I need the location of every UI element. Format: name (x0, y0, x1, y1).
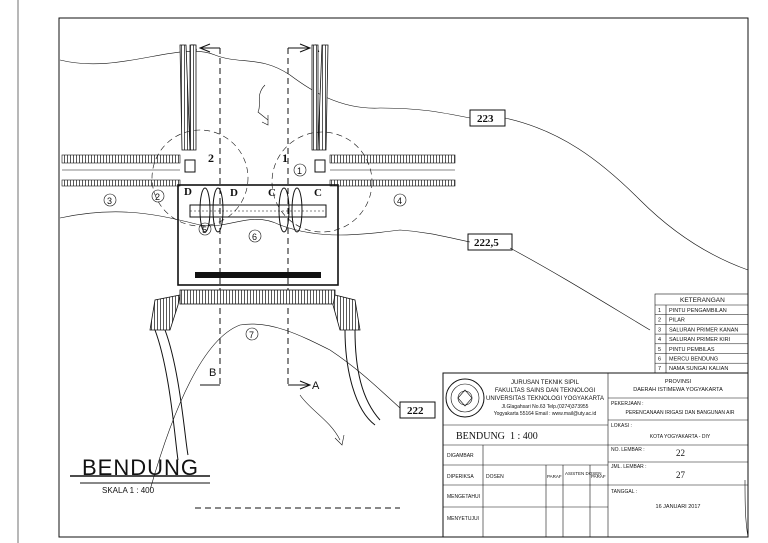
legend-row: 7 NAMA SUNGAI KALIAN (655, 366, 748, 374)
marker-c-mid: C (268, 187, 276, 199)
svg-text:222: 222 (407, 405, 424, 417)
primary-channels (61, 154, 456, 187)
svg-text:5: 5 (202, 225, 207, 235)
svg-text:6: 6 (252, 232, 257, 242)
tb-sign-2: PARAF (591, 474, 606, 479)
tb-address: Jl.Glagahsari No.63 Telp.(0274)373955 (502, 404, 589, 410)
tb-drawing-scale: 1 : 400 (510, 431, 538, 442)
legend-row-label: PILAR (669, 318, 685, 324)
svg-text:7: 7 (249, 330, 254, 340)
tb-work: PERENCANAAN IRIGASI DAN BANGUNAN AIR (626, 410, 735, 416)
section-label-a-bottom: A (312, 380, 320, 392)
legend-row-label: MERCU BENDUNG (669, 357, 718, 363)
svg-text:222,5: 222,5 (474, 237, 499, 249)
tb-checked-by: DIPERIKSA (447, 474, 474, 480)
legend-row-number: 1 (658, 308, 661, 314)
legend-row-number: 3 (658, 327, 661, 333)
levee-walls (179, 44, 329, 151)
section-label-b-bottom: B (209, 367, 216, 379)
legend-row-number: 7 (658, 366, 661, 372)
legend-row-label: SALURAN PRIMER KIRI (669, 337, 731, 343)
title-block: JURUSAN TEKNIK SIPIL FAKULTAS SAINS DAN … (442, 372, 749, 538)
tb-university: UNIVERSITAS TEKNOLOGI YOGYAKARTA (486, 396, 604, 402)
drawing-caption: BENDUNG SKALA 1 : 400 (70, 455, 210, 495)
tb-faculty: FAKULTAS SAINS DAN TEKNOLOGI (495, 388, 596, 394)
marker-c-right: C (314, 187, 322, 199)
university-seal (445, 378, 485, 418)
marker-d-left: D (184, 186, 192, 198)
tb-dept: JURUSAN TEKNIK SIPIL (511, 380, 580, 386)
detail-zone-1 (271, 131, 373, 233)
callout-4: 4 (393, 193, 407, 207)
flow-arrows (257, 84, 345, 446)
contour-lines (59, 50, 749, 538)
callout-1: 1 (293, 163, 307, 177)
weir-structure (149, 159, 381, 461)
tb-work-label: PEKERJAAN : (611, 401, 644, 407)
legend-row: 5 PINTU PEMBILAS (655, 347, 748, 354)
legend-row-number: 2 (658, 318, 661, 324)
legend-row-number: 5 (658, 347, 661, 353)
tb-assistant: ASISTEN DOSEN (565, 471, 602, 476)
tb-sheet-no: 22 (676, 448, 685, 458)
svg-text:3: 3 (107, 196, 112, 206)
tb-drawn-by: DIGAMBAR (447, 453, 474, 459)
callout-6: 6 (248, 229, 262, 243)
tb-date: 16 JANUARI 2017 (656, 504, 701, 510)
svg-text:2: 2 (155, 192, 160, 202)
tb-drawing-title: BENDUNG (456, 431, 505, 442)
legend-row-number: 6 (658, 357, 661, 363)
tb-contact: Yogyakarta 55164 Email : www.mail@uty.ac… (494, 411, 597, 417)
zone-label-1: 1 (282, 151, 288, 165)
callout-2: 2 (151, 189, 165, 203)
elevation-tag-222-5: 222,5 (467, 233, 513, 251)
legend-row-label: PINTU PENGAMBILAN (669, 308, 727, 314)
svg-text:223: 223 (477, 113, 494, 125)
tb-location-label: LOKASI : (611, 423, 632, 429)
legend-row-label: PINTU PEMBILAS (669, 347, 715, 353)
marker-d-mid: D (230, 187, 238, 199)
tb-province: DAERAH ISTIMEWA YOGYAKARTA (633, 387, 723, 393)
callout-5: 5 (198, 222, 212, 236)
tb-agreed: MENYETUJUI (447, 516, 479, 522)
legend-row: 1 PINTU PENGAMBILAN (655, 308, 748, 315)
legend-title: KETERANGAN (680, 297, 725, 304)
legend-row: 4 SALURAN PRIMER KIRI (655, 337, 748, 345)
svg-text:1: 1 (297, 166, 302, 176)
legend-row-number: 4 (658, 337, 661, 343)
tb-province-label: PROVINSI (665, 379, 692, 385)
section-lines (195, 43, 400, 509)
legend-row: 2 PILAR (655, 318, 748, 325)
legend-row: 3 SALURAN PRIMER KANAN (655, 327, 748, 335)
legend-row-label: SALURAN PRIMER KANAN (669, 327, 738, 333)
sheet-border (58, 17, 749, 538)
legend-row-label: NAMA SUNGAI KALIAN (669, 366, 728, 372)
tb-sign-1: PARAF (547, 474, 562, 479)
svg-text:4: 4 (397, 196, 402, 206)
elevation-tag-223: 223 (469, 109, 506, 127)
tb-sheet-no-label: NO. LEMBAR : (611, 447, 645, 453)
zone-label-2: 2 (208, 151, 214, 165)
tb-sheet-total-label: JML. LEMBAR : (611, 464, 647, 470)
elevation-tag-222: 222 (399, 401, 436, 419)
tb-date-label: TANGGAL : (611, 489, 637, 495)
tb-approved: MENGETAHUI (447, 494, 480, 500)
tb-lecturer: DOSEN (486, 474, 504, 480)
callout-7: 7 (245, 327, 259, 341)
tb-sheet-total: 27 (676, 470, 686, 480)
tb-location: KOTA YOGYAKARTA - DIY (650, 434, 711, 440)
callout-3: 3 (103, 193, 117, 207)
caption-scale: SKALA 1 : 400 (102, 486, 155, 495)
legend-row: 6 MERCU BENDUNG (655, 357, 748, 364)
caption-title: BENDUNG (82, 455, 199, 480)
